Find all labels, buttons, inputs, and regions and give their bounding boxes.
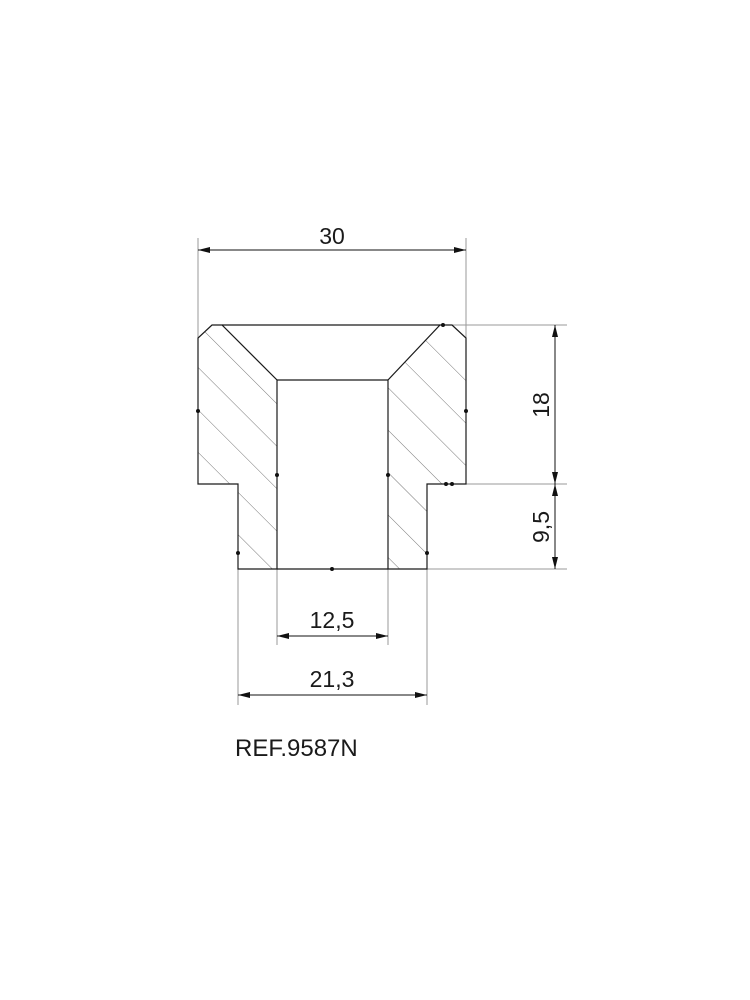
dim-label-spigot-height: 9,5 <box>528 511 554 543</box>
dim-label-bore: 12,5 <box>310 607 355 633</box>
dim-label-spigot-diameter: 21,3 <box>310 666 355 692</box>
dim-label-overall-width: 30 <box>319 223 345 249</box>
left-wall-section <box>197 324 278 570</box>
node-points <box>196 323 468 571</box>
right-wall-section <box>387 324 467 570</box>
dim-label-top-height: 18 <box>528 392 554 418</box>
extension-lines <box>197 238 567 705</box>
reference-number: REF.9587N <box>235 735 358 762</box>
